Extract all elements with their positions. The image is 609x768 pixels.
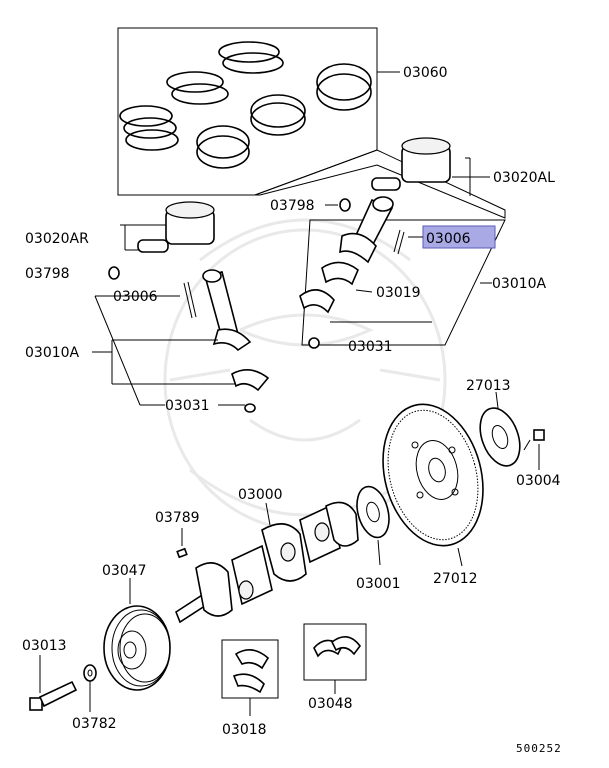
piston-right[interactable] — [120, 201, 215, 253]
pulley-bolt[interactable] — [29, 655, 78, 711]
label-pulley-bolt: 03013 — [22, 638, 67, 654]
flywheel-bolt[interactable] — [523, 429, 545, 470]
label-drive-plate: 27012 — [433, 571, 478, 587]
label-piston-left: 03020AL — [493, 170, 555, 186]
rod-assembly-right[interactable] — [299, 196, 506, 349]
main-bearing[interactable] — [221, 639, 279, 716]
crank-key[interactable] — [176, 528, 188, 559]
drive-plate[interactable] — [368, 393, 498, 567]
label-adapter-plate: 27013 — [466, 378, 511, 394]
rod-assembly-left[interactable] — [92, 269, 270, 413]
label-snap-ring-lower: 03798 — [25, 266, 70, 282]
label-rod-assy-right: 03010A — [492, 276, 547, 292]
label-main-bearing: 03018 — [222, 722, 267, 738]
label-rod-assy-left: 03010A — [25, 345, 80, 361]
label-crank-key: 03789 — [155, 510, 200, 526]
highlight-03006[interactable] — [408, 225, 496, 249]
label-crankshaft: 03000 — [238, 487, 283, 503]
label-piston-right: 03020AR — [25, 231, 89, 247]
label-bolt-highlight: 03006 — [426, 231, 471, 247]
reluctor-ring[interactable] — [352, 483, 394, 566]
reference-number: 500252 — [516, 742, 562, 755]
label-nut-left: 03031 — [165, 398, 210, 414]
washer[interactable] — [83, 664, 97, 712]
ring-set[interactable] — [117, 27, 400, 196]
label-washer: 03782 — [72, 716, 117, 732]
label-thrust-bearing: 03048 — [308, 696, 353, 712]
piston-left[interactable] — [254, 137, 506, 219]
adapter-plate[interactable] — [473, 391, 527, 471]
label-bolt-left: 03006 — [113, 289, 158, 305]
label-reluctor: 03001 — [356, 576, 401, 592]
pulley[interactable] — [103, 578, 171, 691]
label-ring-set: 03060 — [403, 65, 448, 81]
snap-ring-lower[interactable] — [108, 266, 120, 280]
label-nut-right: 03031 — [348, 339, 393, 355]
snap-ring-upper[interactable] — [325, 198, 351, 212]
label-snap-ring-upper: 03798 — [270, 198, 315, 214]
label-flywheel-bolt: 03004 — [516, 473, 561, 489]
label-pulley: 03047 — [102, 563, 147, 579]
label-bearing-rod: 03019 — [376, 285, 421, 301]
thrust-bearing[interactable] — [303, 623, 367, 694]
crankshaft[interactable] — [175, 501, 359, 624]
